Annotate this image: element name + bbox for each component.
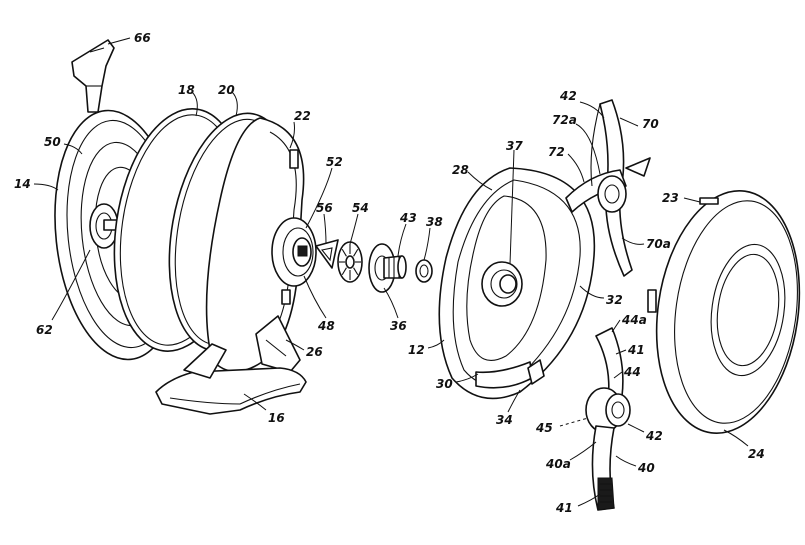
star-washer-54	[337, 241, 363, 283]
callout-54: 54	[352, 201, 369, 215]
leader-lines	[33, 37, 749, 507]
callout-18: 18	[178, 83, 195, 97]
spindle-37	[481, 261, 523, 307]
callout-28: 28	[452, 163, 469, 177]
callout-14: 14	[14, 177, 31, 191]
callout-30: 30	[436, 377, 453, 391]
handle-40	[585, 327, 631, 511]
washer-tooth	[341, 248, 347, 257]
callout-26: 26	[306, 345, 323, 359]
callout-70: 70	[642, 117, 659, 131]
callout-16: 16	[268, 411, 285, 425]
callout-44a: 44a	[621, 313, 647, 327]
callout-72a: 72a	[552, 113, 577, 127]
washer-38	[415, 259, 433, 283]
callout-50: 50	[44, 135, 61, 149]
side-cover-24	[647, 189, 801, 435]
leg-26	[255, 315, 301, 373]
clip-66	[71, 39, 115, 113]
callout-43: 43	[399, 211, 417, 225]
spool-52	[271, 217, 317, 287]
callout-56: 56	[316, 201, 333, 215]
callout-42-upper: 42	[559, 89, 577, 103]
callout-12: 12	[408, 343, 425, 357]
callout-37: 37	[506, 139, 523, 153]
callout-36: 36	[390, 319, 407, 333]
callout-22: 22	[294, 109, 311, 123]
washer-tooth	[341, 267, 347, 276]
callout-20: 20	[218, 83, 235, 97]
washer-tooth	[353, 267, 359, 276]
callout-62: 62	[36, 323, 53, 337]
callout-41-upper: 41	[627, 343, 645, 357]
callout-45: 45	[535, 421, 553, 435]
callout-66: 66	[134, 31, 151, 45]
callout-41-lower: 41	[555, 501, 573, 515]
washer-tooth	[353, 248, 359, 257]
callout-44: 44	[623, 365, 641, 379]
callout-24: 24	[748, 447, 765, 461]
callout-70a: 70a	[646, 237, 671, 251]
callout-labels: 66 18 20 50 14 22 52 56 54 43 38 37 28 4…	[14, 31, 765, 515]
callout-52: 52	[326, 155, 343, 169]
callout-40: 40	[637, 461, 655, 475]
callout-42-lower: 42	[645, 429, 663, 443]
callout-40a: 40a	[545, 457, 571, 471]
callout-38: 38	[426, 215, 443, 229]
callout-48: 48	[317, 319, 335, 333]
callout-32: 32	[606, 293, 623, 307]
pinion-36	[368, 243, 407, 293]
callout-23: 23	[662, 191, 679, 205]
drag-lever-70	[565, 99, 651, 277]
callout-34: 34	[496, 413, 513, 427]
clip-56	[315, 239, 339, 269]
stand-16	[155, 343, 307, 415]
callout-72: 72	[548, 145, 565, 159]
